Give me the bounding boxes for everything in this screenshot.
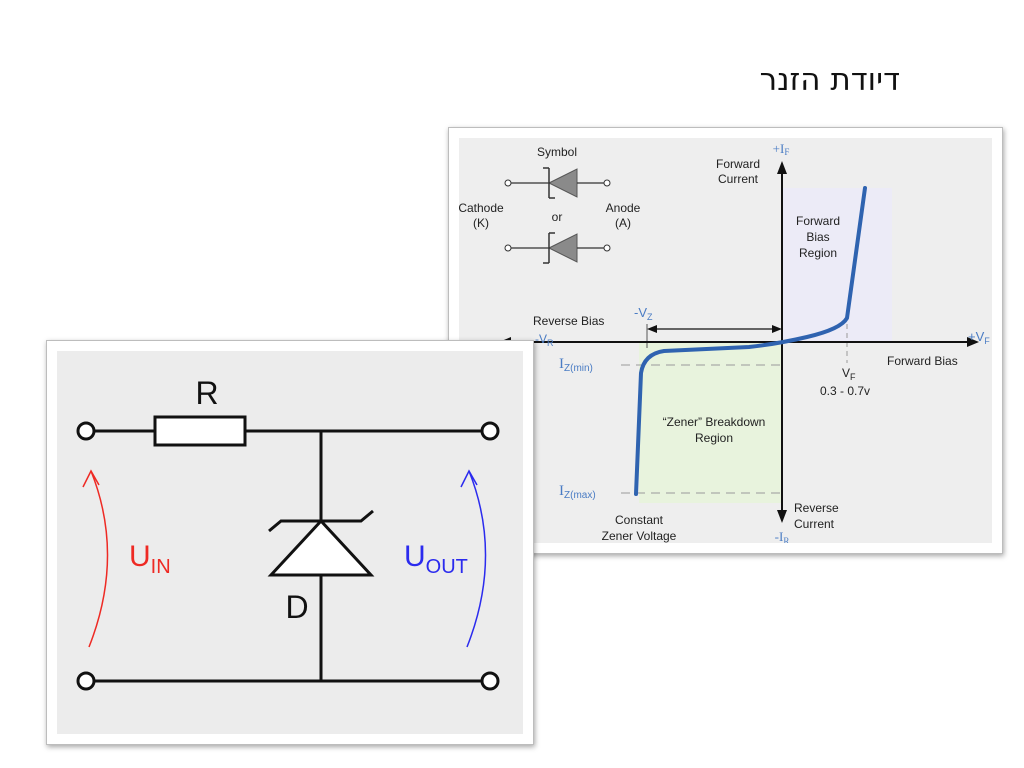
zener-characteristic-panel: Symbol Cathode (K) or Anode (A)	[448, 127, 1003, 554]
vf-label: VF	[842, 366, 856, 382]
or-label: or	[552, 210, 563, 224]
cathode-k-label: (K)	[473, 216, 489, 230]
circuit-background	[57, 351, 523, 734]
cathode-label: Cathode	[458, 201, 504, 215]
uin-label: UIN	[129, 540, 171, 578]
zener-regulator-circuit-panel: R D UIN UOUT	[46, 340, 534, 745]
zener-symbol-top	[504, 167, 611, 199]
forward-current-label: Forward	[716, 157, 760, 171]
constant-label-2: Zener Voltage	[602, 529, 677, 543]
plus-if-label: +IF	[773, 141, 790, 157]
input-terminal-top	[76, 421, 96, 441]
anode-a-label: (A)	[615, 216, 631, 230]
zener-symbol-bottom	[504, 232, 611, 264]
uin-arrowhead	[82, 469, 100, 488]
uout-label: UOUT	[404, 540, 468, 578]
forward-region-label-2: Bias	[806, 230, 829, 244]
vf-range-label: 0.3 - 0.7v	[820, 384, 870, 398]
uin-arrow	[88, 470, 109, 648]
plus-vf-label: +VF	[968, 329, 990, 346]
anode-label: Anode	[606, 201, 641, 215]
forward-bias-region	[782, 188, 892, 343]
minus-ir-label: -IR	[775, 529, 790, 546]
up-arrowhead	[777, 161, 787, 174]
resistor	[153, 415, 247, 447]
diode-label: D	[285, 589, 308, 625]
reverse-bias-label: Reverse Bias	[533, 314, 604, 328]
uout-arrow	[466, 470, 487, 648]
symbol-title: Symbol	[537, 145, 577, 159]
zener-regulator-circuit: R D UIN UOUT	[57, 351, 523, 734]
output-terminal-bottom	[480, 671, 500, 691]
minus-vz-label: -VZ	[634, 305, 653, 322]
forward-current-label-2: Current	[718, 172, 759, 186]
iz-max-label: IZ(max)	[559, 483, 596, 501]
zener-characteristic-graph: Symbol Cathode (K) or Anode (A)	[458, 138, 992, 546]
zener-breakdown-region	[639, 343, 782, 503]
constant-label: Constant	[615, 513, 664, 527]
reverse-current-label: Reverse	[794, 501, 839, 515]
uout-arrowhead	[460, 469, 478, 488]
forward-bias-label: Forward Bias	[887, 354, 958, 368]
zener-region-label: “Zener” Breakdown	[663, 415, 766, 429]
zener-iv-curve	[634, 186, 867, 496]
resistor-label: R	[195, 375, 218, 411]
forward-region-label-3: Region	[799, 246, 837, 260]
zener-region-label-2: Region	[695, 431, 733, 445]
output-terminal-top	[480, 421, 500, 441]
iz-min-label: IZ(min)	[559, 356, 593, 374]
minus-vr-label: -VR	[535, 332, 554, 348]
right-arrowhead	[967, 337, 979, 347]
slide-title: דיודת הזנר	[759, 62, 900, 98]
forward-region-label: Forward	[796, 214, 840, 228]
input-terminal-bottom	[76, 671, 96, 691]
down-arrowhead	[777, 510, 787, 523]
reverse-current-label-2: Current	[794, 517, 835, 531]
